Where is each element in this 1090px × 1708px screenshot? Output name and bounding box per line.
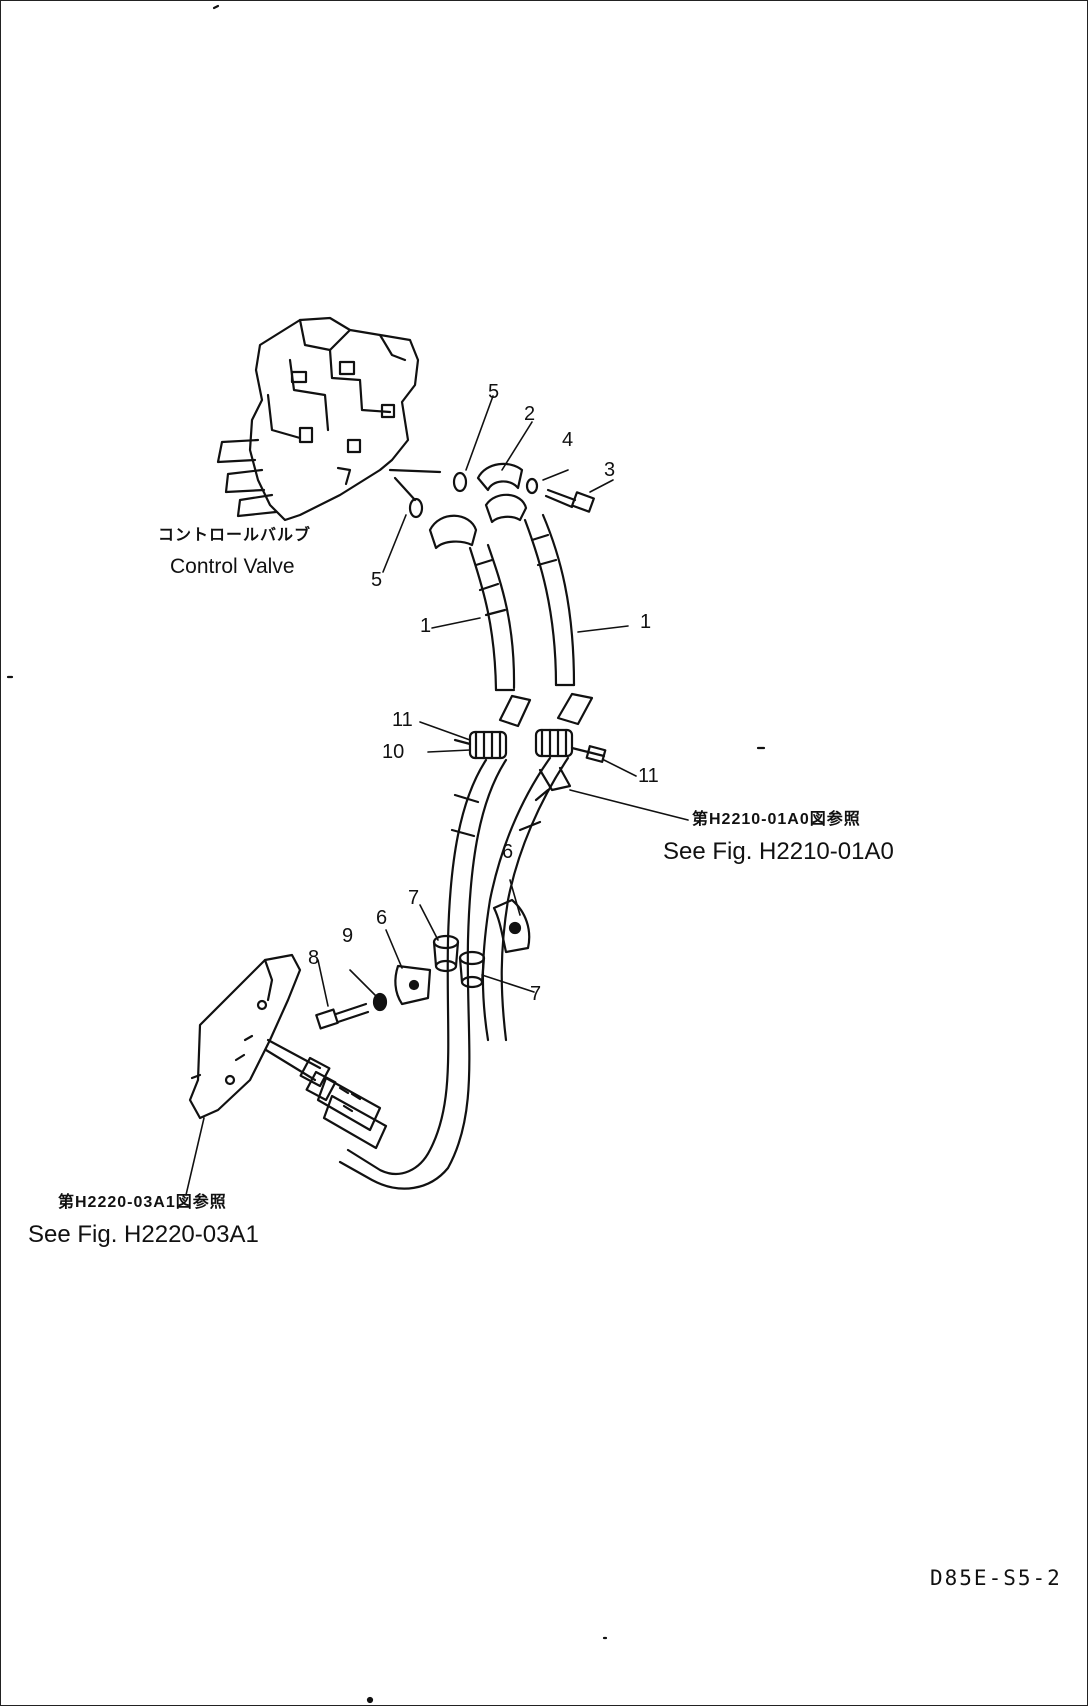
bracket-plate [188, 953, 302, 1120]
sleeve-right [458, 950, 486, 989]
bolt-top [544, 488, 595, 513]
callout-hose-right: 1 [640, 611, 652, 633]
split-flange [476, 462, 524, 492]
reference-lower-jp: 第H2220-03A1図参照 [58, 1194, 227, 1211]
sleeve-left [432, 934, 460, 973]
bolt-bottom [315, 1002, 370, 1030]
callout-washer-bottom: 9 [342, 925, 354, 947]
drawing-code: D85E-S5-2 [930, 1566, 1062, 1590]
callout-oring-top: 5 [488, 381, 500, 403]
hose-flange-right [484, 493, 528, 524]
callout-sleeve-right: 7 [530, 983, 542, 1005]
callout-bolt-top: 3 [604, 459, 616, 481]
clamp-left [394, 964, 432, 1006]
washer-top [525, 477, 539, 495]
callout-bolt-bottom: 8 [308, 947, 320, 969]
callout-sleeve-left: 7 [408, 887, 420, 909]
clamp-right [492, 898, 531, 954]
oring-bottom [408, 497, 424, 519]
callout-clip-left: 11 [392, 709, 413, 731]
control-valve-body [216, 316, 442, 522]
control-valve-label-en: Control Valve [170, 555, 295, 578]
callout-oring-bottom: 5 [371, 569, 383, 591]
stray-marks [6, 4, 766, 1704]
callout-clip-right: 11 [638, 765, 659, 787]
clamp-left-hole [408, 979, 420, 991]
oring-top [452, 471, 468, 493]
reference-upper-jp: 第H2210-01A0図参照 [692, 811, 861, 828]
washer-bottom [372, 992, 388, 1012]
callout-hose-left: 1 [420, 615, 432, 637]
control-valve-label-jp: コントロールバルブ [158, 527, 312, 544]
reference-lower-en: See Fig. H2220-03A1 [28, 1221, 259, 1248]
callout-clamp-left: 6 [376, 907, 388, 929]
lower-fittings [264, 1038, 388, 1150]
hose-flange-left [428, 514, 478, 550]
callout-washer-top: 4 [562, 429, 574, 451]
reference-upper-en: See Fig. H2210-01A0 [663, 838, 894, 865]
hose-lower [338, 756, 570, 1190]
callout-flange-half: 2 [524, 403, 536, 425]
leader-lines [185, 395, 689, 1196]
hose-right [523, 513, 576, 687]
clamp-right-hole [508, 921, 522, 935]
callout-band-left: 10 [382, 741, 405, 763]
callout-clamp-right: 6 [502, 841, 514, 863]
hose-left [468, 543, 516, 692]
hose-clamp-assembly [453, 692, 607, 792]
